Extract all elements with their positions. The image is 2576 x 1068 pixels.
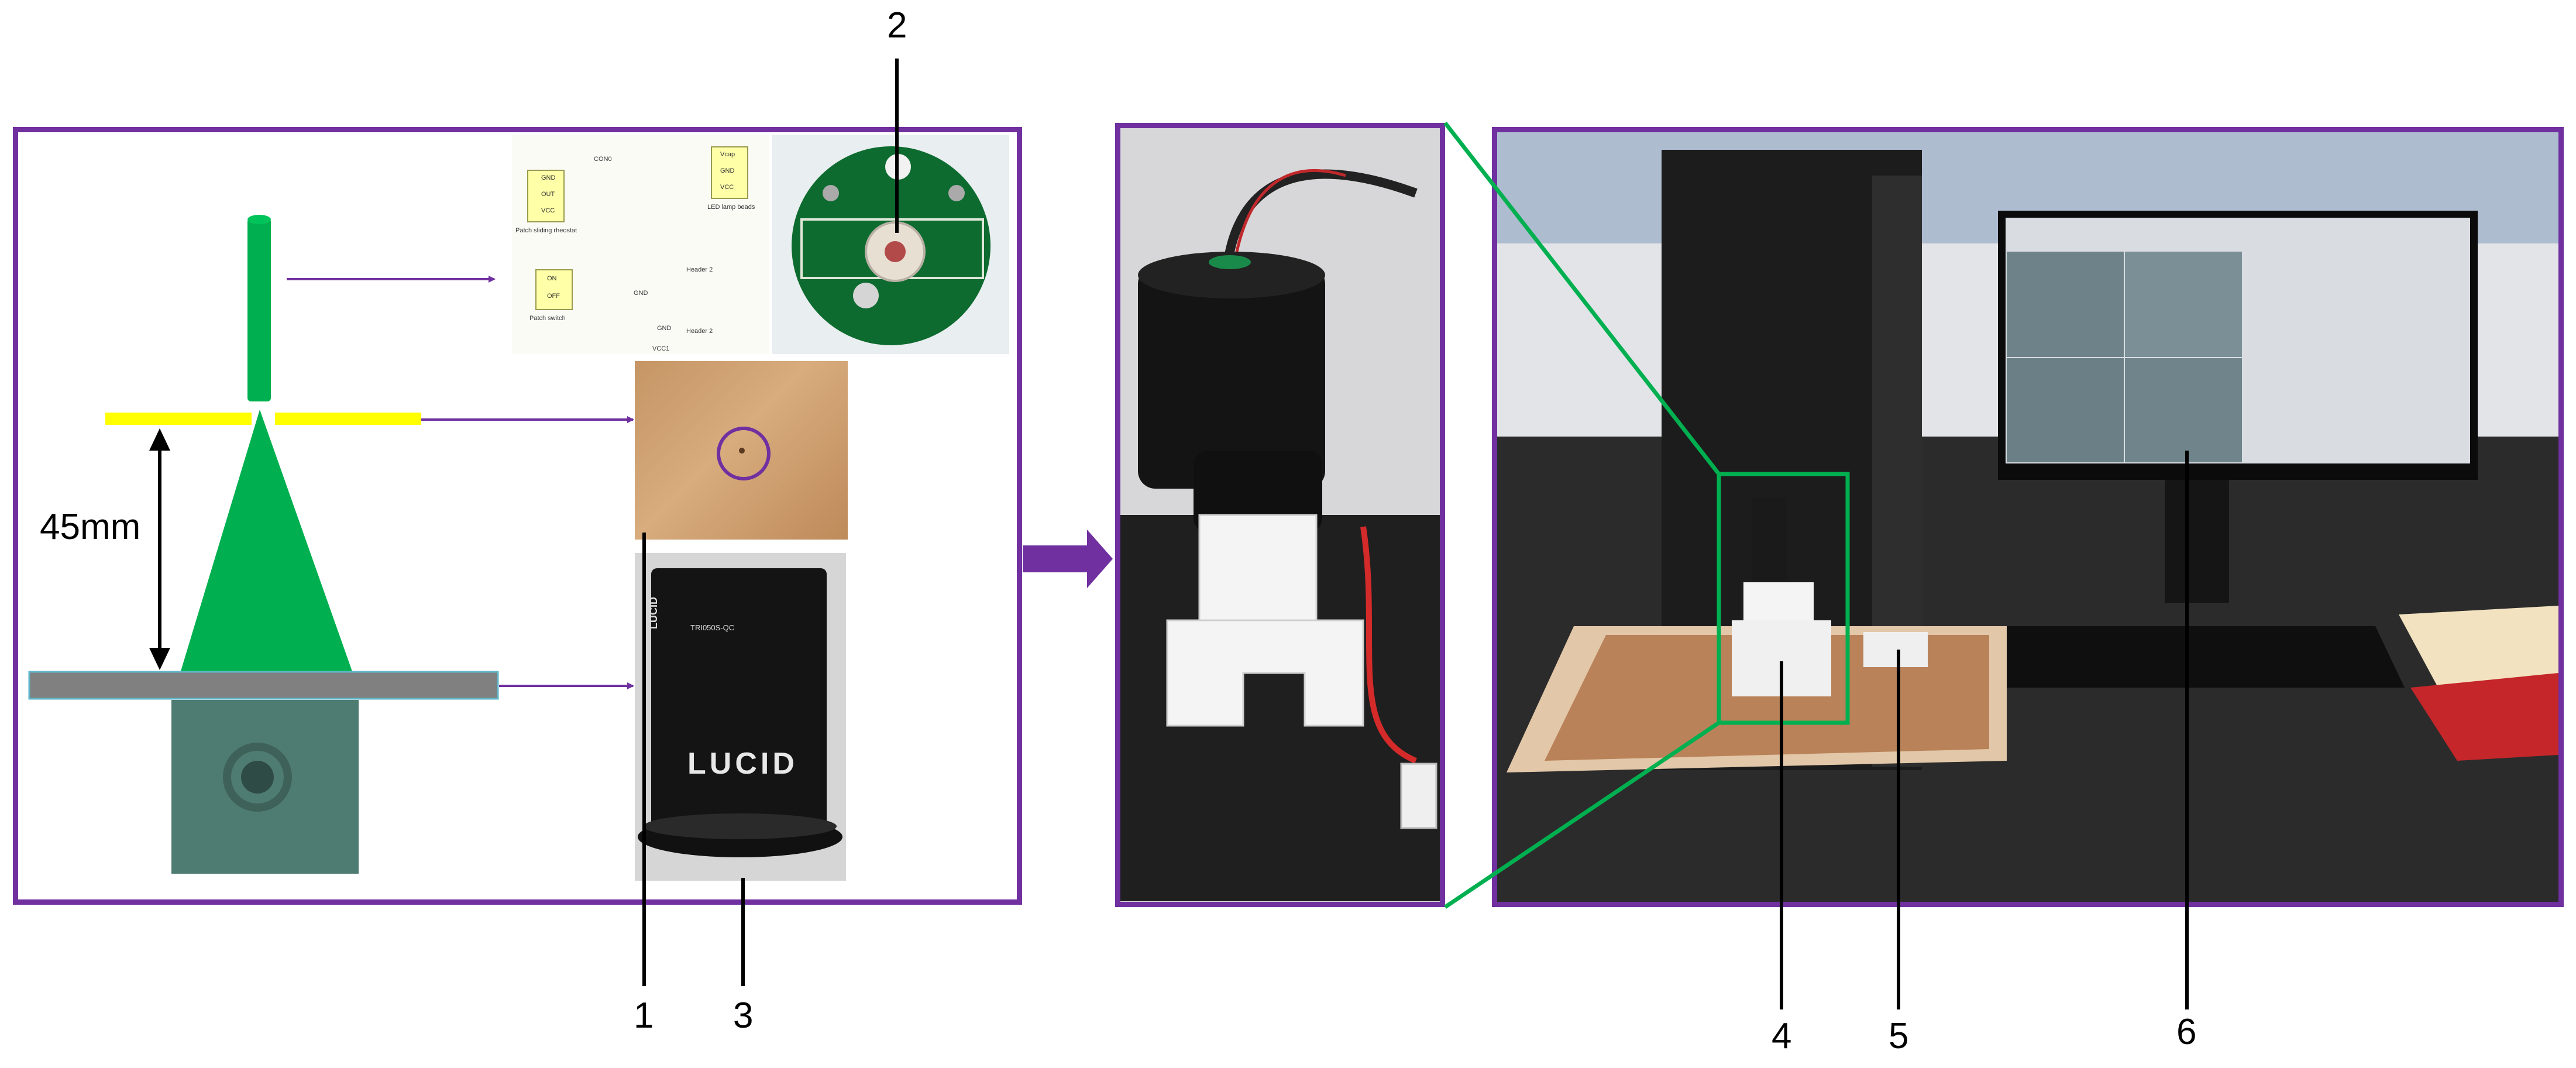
small-white-box	[1400, 763, 1437, 829]
chip-caption: Patch sliding rheostat	[515, 227, 577, 234]
mousepad	[2410, 673, 2558, 761]
connector-top	[1443, 121, 1721, 476]
cable-red-lower	[1360, 526, 1417, 764]
chip-text: VCC	[541, 207, 555, 214]
monitor-view-4	[2125, 358, 2242, 462]
distance-arrow-head-bottom	[149, 648, 170, 670]
aperture-plate-left	[105, 413, 252, 425]
chip-text: OFF	[547, 293, 560, 300]
misc-label: VCC1	[652, 345, 670, 352]
callout-number-6: 6	[2176, 1012, 2197, 1052]
device-unit	[1752, 497, 1787, 582]
camera-label-text: TRI050S-QC	[690, 623, 735, 632]
chip-caption: LED lamp beads	[707, 204, 755, 211]
chip-text: Vcap	[720, 151, 735, 158]
callout-number-5: 5	[1889, 1016, 1909, 1056]
callout-number-2: 2	[887, 5, 907, 46]
diffraction-ring-outer	[223, 743, 292, 812]
lens-collar	[1194, 451, 1322, 533]
chip-text: OUT	[541, 191, 555, 198]
camera-brand-logo: LUCID	[687, 747, 798, 781]
lens-tube-top	[1138, 252, 1325, 298]
pcb-hole	[823, 185, 839, 201]
chip-text: ON	[547, 275, 557, 282]
chip-text: GND	[720, 167, 735, 174]
header-caption: Header 2	[686, 328, 713, 335]
chip-text: VCC	[720, 184, 734, 191]
camera-body	[651, 568, 827, 829]
chip-led-beads: Vcap GND VCC	[711, 146, 748, 199]
distance-arrow-head-top	[149, 428, 170, 451]
paper-stack	[2399, 606, 2558, 691]
callout-number-3: 3	[733, 995, 754, 1036]
chip-caption: Patch switch	[529, 315, 566, 322]
control-box	[1863, 632, 1928, 667]
led-light-source	[247, 218, 271, 401]
white-base	[1166, 619, 1364, 727]
pcb-hole	[948, 185, 965, 201]
pcb-pad-dot	[853, 283, 879, 308]
monitor-view-1	[2007, 252, 2124, 357]
led-bead-center	[885, 241, 906, 262]
connector-bottom	[1444, 721, 1720, 909]
light-cone	[180, 410, 353, 673]
monitor-stand	[2165, 480, 2229, 603]
led-board-mini	[1209, 255, 1251, 269]
callout-number-1: 1	[634, 995, 654, 1036]
monitor-view-2	[2125, 252, 2242, 357]
block-arrow	[1023, 530, 1113, 588]
circuit-diagram: GND OUT VCC Patch sliding rheostat Vcap …	[512, 135, 769, 354]
led-light-source-top	[247, 215, 271, 224]
callout-number-4: 4	[1772, 1016, 1792, 1056]
chip-sliding-rheostat: GND OUT VCC	[527, 170, 565, 222]
misc-label: GND	[657, 325, 672, 332]
header-caption: Header 2	[686, 266, 713, 273]
monitor-view-3	[2007, 358, 2124, 462]
camera-lens-ring-inner	[644, 813, 837, 839]
chip-text: GND	[541, 174, 556, 181]
device-holder	[1743, 582, 1814, 623]
sensor-plate	[28, 671, 499, 700]
aperture-plate-right	[275, 413, 421, 425]
sample-target-circle	[717, 427, 771, 480]
misc-label: CON0	[594, 156, 612, 163]
cable	[1224, 169, 1418, 259]
diffraction-ring-inner	[241, 761, 274, 794]
lens-tube	[1138, 266, 1325, 489]
distance-label: 45mm	[40, 507, 141, 547]
sample-particle	[739, 448, 745, 454]
keyboard	[1992, 626, 2405, 688]
misc-label: GND	[634, 290, 648, 297]
chip-patch-switch: ON OFF	[535, 269, 573, 310]
cable-red	[1234, 169, 1346, 258]
